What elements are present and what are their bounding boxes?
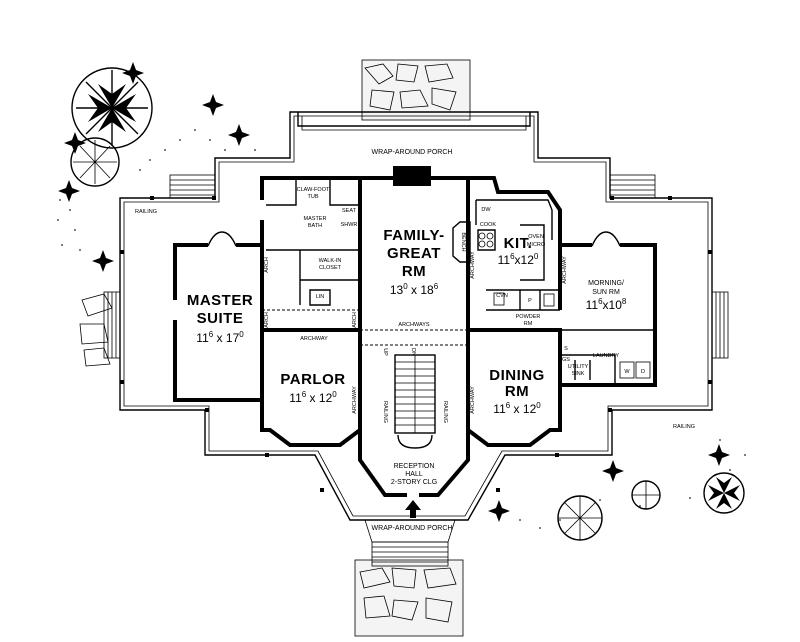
lin-label: LIN bbox=[316, 294, 325, 300]
porch-steps-right bbox=[711, 291, 729, 359]
morning-dims: 116x108 bbox=[586, 297, 627, 312]
fireplace bbox=[393, 166, 431, 186]
bench-label: BENCH bbox=[460, 232, 466, 251]
tree-left-mid bbox=[70, 137, 120, 187]
porch-bottom-label: WRAP-AROUND PORCH bbox=[372, 525, 453, 532]
tree-bottom-right-3 bbox=[703, 472, 745, 514]
arch-label-3: ARCH bbox=[352, 312, 358, 328]
master-bath-label-2: BATH bbox=[308, 223, 322, 229]
tree-bottom-right-2 bbox=[631, 480, 661, 510]
stair-dn-label: DN bbox=[410, 348, 416, 356]
master-suite-name-1: MASTER bbox=[187, 292, 253, 309]
utility-label-1: UTILITY bbox=[568, 364, 589, 370]
wrap-around-porch: WRAP-AROUND PORCH WRAP-AROUND PORCH RAIL… bbox=[103, 111, 729, 567]
archway-right-label: ARCHWAY bbox=[470, 386, 476, 414]
clawfoot-label-2: TUB bbox=[308, 194, 319, 200]
porch-steps-top-left bbox=[169, 174, 216, 199]
archway-left-label: ARCHWAY bbox=[352, 386, 358, 414]
shrub-bed-right bbox=[519, 439, 746, 529]
parlor-name: PARLOR bbox=[280, 371, 345, 388]
tree-bottom-right-1 bbox=[557, 495, 603, 541]
p-label: P bbox=[528, 298, 532, 304]
oven-label: OVEN bbox=[528, 234, 544, 240]
porch-posts bbox=[120, 196, 712, 492]
washer-label: W bbox=[624, 369, 630, 375]
dining-name-2: RM bbox=[505, 383, 529, 400]
railing-right-label: RAILING bbox=[673, 424, 695, 430]
utility-label-2: SINK bbox=[572, 371, 585, 377]
family-dims: 130 x 186 bbox=[390, 282, 439, 297]
star-shrubs bbox=[58, 62, 730, 522]
morning-name-2: SUN RM bbox=[592, 289, 620, 296]
dining-name-1: DINING bbox=[489, 367, 545, 384]
kitchen-name: KIT. bbox=[504, 235, 533, 252]
stone-path-left bbox=[79, 293, 113, 367]
kitchen-dims: 116x120 bbox=[498, 252, 539, 267]
morning-name-1: MORNING/ bbox=[588, 280, 624, 287]
landscaping bbox=[57, 59, 746, 637]
reception-name-3: 2-STORY CLG bbox=[391, 479, 437, 486]
stone-path-top bbox=[361, 59, 471, 121]
porch-steps-top-right bbox=[609, 174, 656, 199]
parlor-dims: 116 x 120 bbox=[289, 390, 337, 405]
powder-label-2: RM bbox=[524, 321, 533, 327]
family-name-3: RM bbox=[402, 263, 426, 280]
s-label: S bbox=[564, 346, 568, 352]
walkin-label-1: WALK-IN bbox=[319, 258, 342, 264]
archway-kit-label: ARCHWAY bbox=[470, 251, 476, 279]
archway-morning-label: ARCHWAY bbox=[562, 256, 568, 284]
laundry-label: LAUNDRY bbox=[593, 353, 620, 359]
staircase bbox=[394, 354, 436, 449]
stair-railing-label-1: RAILING bbox=[382, 401, 388, 423]
arch-label-1: ARCH bbox=[264, 257, 270, 273]
railing-left-label: RAILING bbox=[135, 209, 157, 215]
archways-label: ARCHWAYS bbox=[398, 322, 430, 328]
annotations: MASTER BATH CLAW-FOOT TUB SEAT SHWR WALK… bbox=[264, 187, 645, 423]
clawfoot-label-1: CLAW-FOOT bbox=[297, 187, 330, 193]
stone-path-bottom bbox=[354, 559, 464, 637]
stair-railing-label-2: RAILING bbox=[442, 401, 448, 423]
cook-label: COOK bbox=[480, 222, 497, 228]
room-labels: MASTER SUITE 116 x 170 FAMILY- GREAT RM … bbox=[187, 227, 627, 486]
house-walls bbox=[173, 166, 657, 499]
porch-top-label: WRAP-AROUND PORCH bbox=[372, 149, 453, 156]
stair-up-label: UP bbox=[382, 348, 388, 356]
shwr-label: SHWR bbox=[341, 222, 358, 228]
porch-steps-left bbox=[103, 291, 121, 359]
arch-label-2: ARCH bbox=[264, 312, 270, 328]
family-name-2: GREAT bbox=[387, 245, 441, 262]
entry-arrow bbox=[405, 500, 421, 518]
walkin-label-2: CLOSET bbox=[319, 265, 342, 271]
master-suite-dims: 116 x 170 bbox=[196, 330, 244, 345]
reception-name-2: HALL bbox=[405, 471, 423, 478]
cvn-label: CVN bbox=[496, 293, 508, 299]
dining-dims: 116 x 120 bbox=[493, 401, 541, 416]
master-suite-name-2: SUITE bbox=[197, 310, 244, 327]
dw-label: DW bbox=[481, 207, 491, 213]
family-name-1: FAMILY- bbox=[383, 227, 444, 244]
tree-large-top-left bbox=[71, 67, 153, 149]
micro-label: MICRO bbox=[527, 242, 546, 248]
shrub-bed-left bbox=[57, 129, 256, 251]
dryer-label: D bbox=[641, 369, 645, 375]
gs-label: GS bbox=[562, 357, 570, 363]
porch-steps-front bbox=[364, 519, 456, 567]
seat-label: SEAT bbox=[342, 208, 357, 214]
reception-name-1: RECEPTION bbox=[394, 463, 435, 470]
master-bath-label-1: MASTER bbox=[304, 216, 327, 222]
powder-label-1: POWDER bbox=[516, 314, 541, 320]
archway-parlor-label: ARCHWAY bbox=[300, 336, 328, 342]
